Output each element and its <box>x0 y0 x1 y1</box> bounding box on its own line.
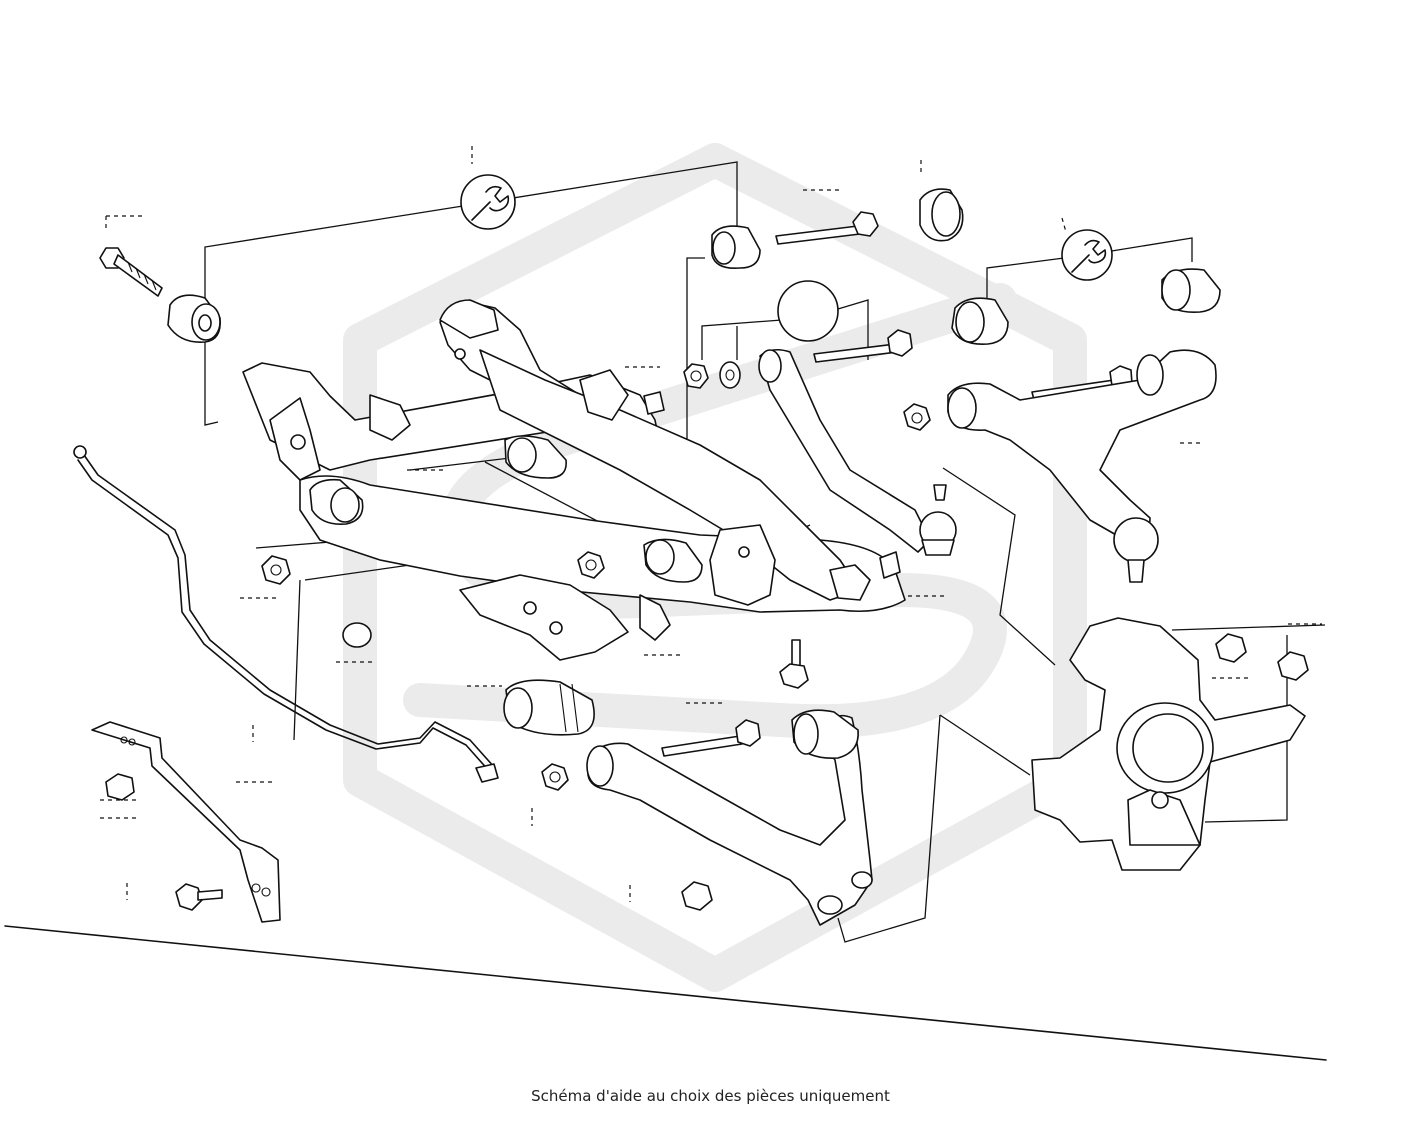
nut <box>261 555 291 585</box>
rear-subframe <box>242 301 906 661</box>
nut <box>577 551 605 579</box>
upper-mount-cap <box>439 299 499 339</box>
ball-joint-cap <box>777 280 839 342</box>
reference-line <box>4 925 1327 1061</box>
subframe-bushing <box>309 478 364 526</box>
nut <box>681 881 713 911</box>
bolt-short <box>175 883 223 911</box>
mounting-bracket <box>91 721 281 923</box>
bolt-long <box>661 719 761 757</box>
spring-pad <box>919 188 964 242</box>
wheel-hub-carrier <box>1031 617 1306 871</box>
nut <box>903 403 931 431</box>
upper-control-arm <box>947 349 1217 541</box>
bolt-short <box>779 639 809 689</box>
wrench-icon <box>1061 229 1113 281</box>
nut <box>541 763 569 791</box>
wrench-icon <box>460 174 516 230</box>
nut <box>105 773 135 801</box>
plug <box>342 622 372 648</box>
nut <box>1277 651 1309 681</box>
anti-roll-bar <box>73 445 499 783</box>
ball-joint <box>919 484 957 556</box>
nut <box>1215 633 1247 663</box>
bushing-left <box>167 294 222 343</box>
trailing-link <box>758 348 931 553</box>
bolt-long <box>775 211 879 245</box>
lower-control-arm <box>586 709 873 926</box>
nut <box>683 363 709 389</box>
lower-bushing <box>503 679 595 736</box>
bushing-right <box>1161 268 1221 314</box>
subframe-bushing <box>504 435 567 479</box>
diagram-caption: Schéma d'aide au choix des pièces unique… <box>531 1087 890 1105</box>
ball-joint <box>1113 517 1159 583</box>
clip <box>879 551 901 579</box>
bushing-right <box>951 297 1009 345</box>
bolt-left <box>99 247 163 297</box>
bolt-long <box>813 329 913 363</box>
clip <box>643 391 665 415</box>
subframe-bushing <box>643 538 703 583</box>
washer <box>719 361 741 389</box>
bushing-upper <box>711 225 761 270</box>
reference-marks <box>100 146 1322 902</box>
